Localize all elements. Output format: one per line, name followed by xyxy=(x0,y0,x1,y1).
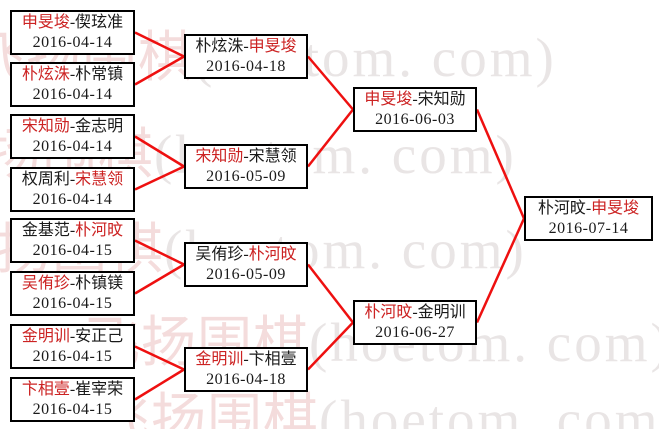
vs-dash: - xyxy=(69,274,76,292)
vs-dash: - xyxy=(412,303,418,321)
match-r3m1: 申旻埈-宋知勋 2016-06-03 xyxy=(353,87,477,132)
match-date: 2016-07-14 xyxy=(548,219,629,237)
match-r1m1: 申旻埈-偰玹准 2016-04-14 xyxy=(10,10,135,55)
match-date: 2016-04-14 xyxy=(32,85,113,103)
vs-dash: - xyxy=(69,170,76,188)
player1-name: 吴侑珍 xyxy=(195,245,244,263)
player1-name: 金基范 xyxy=(21,221,70,239)
player1-name: 金明训 xyxy=(21,327,70,345)
player1-name: 金明训 xyxy=(195,350,244,368)
vs-dash: - xyxy=(585,199,592,217)
vs-dash: - xyxy=(243,37,249,55)
vs-dash: - xyxy=(69,117,76,135)
player2-name: 金志明 xyxy=(75,117,124,135)
player1-name: 朴河旼 xyxy=(364,303,413,321)
match-r1m5: 金基范-朴河旼 2016-04-15 xyxy=(10,218,135,263)
watermark-en-text: (hoetom. com) xyxy=(319,389,659,429)
player2-name: 朴河旼 xyxy=(75,221,124,239)
match-date: 2016-04-14 xyxy=(32,33,113,51)
match-r1m3: 宋知勋-金志明 2016-04-14 xyxy=(10,114,135,159)
player1-name: 宋知勋 xyxy=(21,117,70,135)
match-date: 2016-04-14 xyxy=(32,190,113,208)
match-r1m4: 权周利-宋慧领 2016-04-14 xyxy=(10,167,135,212)
match-date: 2016-04-15 xyxy=(32,294,113,312)
match-date: 2016-05-09 xyxy=(206,167,286,185)
player2-name: 宋知勋 xyxy=(417,90,466,108)
match-date: 2016-04-15 xyxy=(32,241,113,259)
match-date: 2016-04-14 xyxy=(32,137,113,155)
match-date: 2016-04-15 xyxy=(32,400,113,418)
match-date: 2016-06-03 xyxy=(375,110,455,128)
player1-name: 申旻埈 xyxy=(364,90,413,108)
player2-name: 安正己 xyxy=(75,327,124,345)
player1-name: 朴河旼 xyxy=(537,199,586,217)
match-date: 2016-04-18 xyxy=(206,370,286,388)
vs-dash: - xyxy=(69,221,76,239)
player1-name: 权周利 xyxy=(21,170,70,188)
player2-name: 金明训 xyxy=(417,303,466,321)
player2-name: 卞相壹 xyxy=(248,350,297,368)
match-r2m3: 吴侑珍-朴河旼 2016-05-09 xyxy=(184,242,308,287)
match-r2m1: 朴炫洙-申旻埈 2016-04-18 xyxy=(184,34,308,79)
player2-name: 朴常镇 xyxy=(75,65,124,83)
player2-name: 宋慧领 xyxy=(248,147,297,165)
vs-dash: - xyxy=(69,327,76,345)
vs-dash: - xyxy=(69,13,76,31)
player2-name: 朴镇镁 xyxy=(75,274,124,292)
match-date: 2016-04-18 xyxy=(206,57,286,75)
vs-dash: - xyxy=(69,380,76,398)
player2-name: 宋慧领 xyxy=(75,170,124,188)
vs-dash: - xyxy=(243,350,249,368)
match-r1m6: 吴侑珍-朴镇镁 2016-04-15 xyxy=(10,271,135,316)
player1-name: 宋知勋 xyxy=(195,147,244,165)
vs-dash: - xyxy=(69,65,76,83)
match-final: 朴河旼-申旻埈 2016-07-14 xyxy=(524,196,653,241)
player2-name: 偰玹准 xyxy=(75,13,124,31)
match-date: 2016-05-09 xyxy=(206,265,286,283)
match-r1m8: 卞相壹-崔宰荣 2016-04-15 xyxy=(10,377,135,422)
player1-name: 吴侑珍 xyxy=(21,274,70,292)
player1-name: 卞相壹 xyxy=(21,380,70,398)
match-r3m2: 朴河旼-金明训 2016-06-27 xyxy=(353,300,477,345)
player2-name: 申旻埈 xyxy=(248,37,297,55)
player1-name: 朴炫洙 xyxy=(195,37,244,55)
player1-name: 朴炫洙 xyxy=(21,65,70,83)
player2-name: 崔宰荣 xyxy=(75,380,124,398)
vs-dash: - xyxy=(243,147,249,165)
match-r1m7: 金明训-安正己 2016-04-15 xyxy=(10,324,135,369)
player2-name: 朴河旼 xyxy=(248,245,297,263)
player1-name: 申旻埈 xyxy=(21,13,70,31)
player2-name: 申旻埈 xyxy=(591,199,640,217)
vs-dash: - xyxy=(412,90,418,108)
match-date: 2016-04-15 xyxy=(32,347,113,365)
match-r2m4: 金明训-卞相壹 2016-04-18 xyxy=(184,347,308,392)
match-date: 2016-06-27 xyxy=(375,323,455,341)
match-r1m2: 朴炫洙-朴常镇 2016-04-14 xyxy=(10,62,135,107)
match-r2m2: 宋知勋-宋慧领 2016-05-09 xyxy=(184,144,308,189)
vs-dash: - xyxy=(243,245,249,263)
